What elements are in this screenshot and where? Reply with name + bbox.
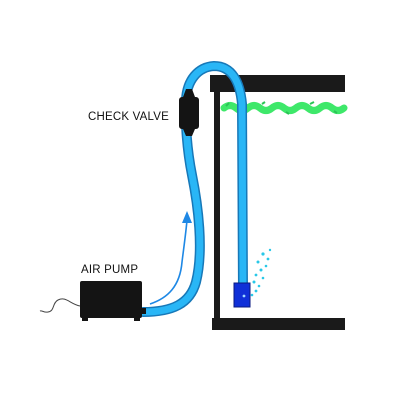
bubble (254, 289, 258, 293)
power-cord (39, 298, 81, 313)
airline-tubing (138, 61, 248, 317)
bubble (259, 268, 263, 272)
air-pump (80, 281, 146, 321)
check-valve-label: CHECK VALVE (88, 111, 169, 123)
bubble (264, 264, 268, 268)
aquarium-tank (210, 75, 345, 330)
bubble (257, 284, 261, 288)
air-pump-label: AIR PUMP (81, 264, 138, 276)
bubble (250, 293, 254, 297)
check-valve (179, 89, 199, 136)
bubble (266, 257, 270, 261)
bubble (261, 276, 265, 280)
arrow-up-icon (149, 211, 192, 305)
air-bubbles (250, 248, 272, 297)
bubble (256, 260, 260, 264)
bubble (268, 248, 272, 252)
air-stone (233, 282, 251, 308)
air-stone-highlight (242, 294, 246, 298)
tank-wall (214, 90, 220, 322)
bubble (252, 280, 256, 284)
bubble (254, 273, 258, 277)
bubble (261, 252, 265, 256)
tank-bottom-rim (212, 318, 345, 330)
